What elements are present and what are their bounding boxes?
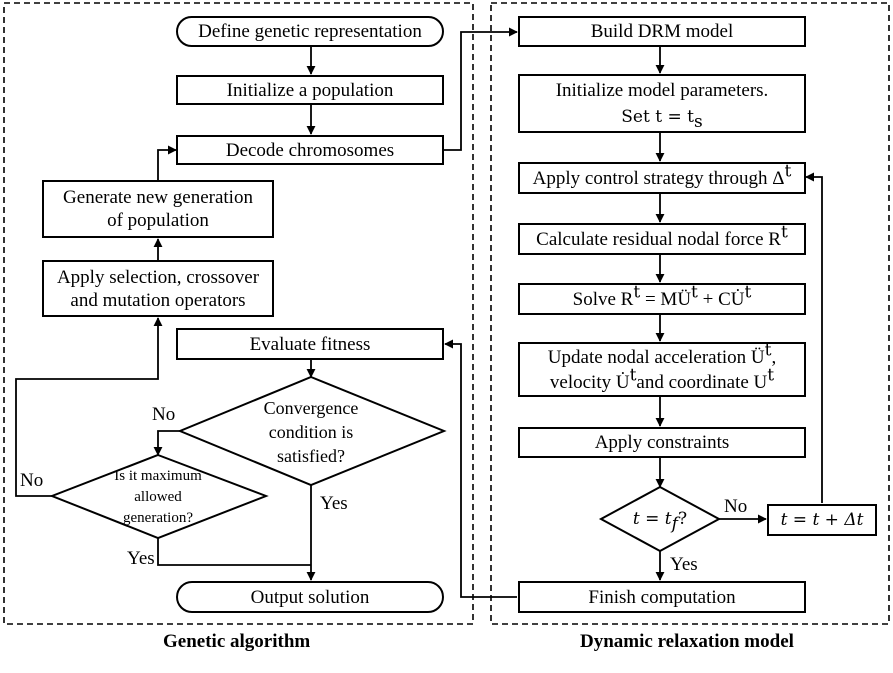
- convergence-line1: Convergence: [263, 398, 359, 418]
- arrow-convergence-no: [153, 430, 180, 456]
- update-line1-sup: t: [764, 340, 772, 361]
- check-time-diamond: [598, 485, 722, 553]
- convergence-yes-label: Yes: [320, 493, 348, 514]
- finish-computation-text: Finish computation: [588, 586, 736, 608]
- apply-control-node: Apply control strategy through Δt: [518, 162, 806, 194]
- max-generation-diamond: [49, 453, 269, 540]
- max-generation-text: Is it maximum allowed generation?: [84, 464, 232, 530]
- initialize-population-node: Initialize a population: [176, 75, 444, 105]
- max-generation-yes-label: Yes: [127, 548, 155, 569]
- apply-control-sup: t: [784, 161, 792, 182]
- check-time-text: t = tf?: [606, 505, 714, 533]
- convergence-text: Convergence condition is satisfied?: [216, 392, 406, 472]
- convergence-line3: satisfied?: [277, 446, 345, 466]
- define-representation-text: Define genetic representation: [198, 21, 422, 42]
- max-generation-line3: generation?: [123, 509, 193, 526]
- increment-time-text: t = t + Δt: [780, 509, 864, 530]
- initialize-population-text: Initialize a population: [226, 79, 394, 101]
- genetic-panel-frame: [3, 2, 474, 625]
- check-time-question: ?: [677, 509, 688, 529]
- solve-rhs2-text: + CU̇: [702, 288, 745, 310]
- output-solution-text: Output solution: [250, 586, 370, 608]
- update-coord-text: and coordinate U: [636, 371, 768, 393]
- apply-selection-line2: and mutation operators: [70, 289, 246, 311]
- finish-computation-node: Finish computation: [518, 581, 806, 613]
- convergence-no-label: No: [152, 404, 176, 425]
- apply-constraints-text: Apply constraints: [594, 432, 730, 453]
- increment-time-node: t = t + Δt: [767, 504, 877, 536]
- define-representation-node: Define genetic representation: [176, 16, 444, 47]
- build-drm-node: Build DRM model: [518, 16, 806, 47]
- check-time-main: t = t: [632, 509, 672, 529]
- generate-generation-line2: of population: [107, 210, 209, 231]
- set-t-subscript: s: [693, 111, 703, 132]
- solve-equation-node: Solve Rt = MÜt + CU̇t: [518, 283, 806, 315]
- solve-sup-3: t: [744, 282, 752, 303]
- convergence-line2: condition is: [268, 422, 354, 442]
- max-generation-no-label: No: [20, 470, 44, 491]
- output-solution-node: Output solution: [176, 581, 444, 613]
- solve-text: Solve R: [572, 288, 634, 310]
- generate-generation-node: Generate new generation of population: [42, 180, 274, 238]
- convergence-diamond: [177, 375, 447, 487]
- decode-chromosomes-node: Decode chromosomes: [176, 135, 444, 165]
- arrow-decode-to-build: [444, 27, 518, 151]
- set-t-text: Set t = t: [621, 106, 694, 127]
- apply-control-text: Apply control strategy through Δ: [532, 167, 785, 189]
- update-velocity-sup: t: [629, 365, 637, 386]
- solve-rhs-text: = MÜ: [644, 288, 692, 310]
- apply-constraints-node: Apply constraints: [518, 427, 806, 458]
- calculate-residual-node: Calculate residual nodal force Rt: [518, 223, 806, 255]
- decode-chromosomes-text: Decode chromosomes: [225, 139, 395, 161]
- calculate-residual-sup: t: [780, 222, 788, 243]
- arrow-finish-to-evaluate: [444, 339, 517, 598]
- arrow-generate-to-decode: [157, 145, 177, 180]
- check-yes-label: Yes: [670, 554, 698, 575]
- update-velocity-text: velocity U̇: [549, 371, 630, 393]
- solve-sup-2: t: [691, 282, 698, 303]
- arrow-max-yes: [157, 538, 311, 566]
- initialize-parameters-line1: Initialize model parameters.: [555, 79, 769, 101]
- solve-sup-1: t: [633, 282, 641, 303]
- build-drm-text: Build DRM model: [590, 21, 734, 42]
- drm-caption: Dynamic relaxation model: [580, 631, 794, 652]
- evaluate-fitness-text: Evaluate fitness: [249, 333, 371, 355]
- update-line1-text: Update nodal acceleration Ü: [547, 346, 765, 368]
- generate-generation-line1: Generate new generation: [63, 187, 253, 208]
- check-no-label: No: [724, 496, 748, 517]
- check-time-subscript: f: [671, 513, 678, 534]
- update-coord-sup: t: [767, 365, 775, 386]
- update-nodal-node: Update nodal acceleration Üt, velocity U…: [518, 342, 806, 397]
- max-generation-line2: allowed: [134, 488, 182, 505]
- max-generation-line1: Is it maximum: [114, 467, 202, 484]
- apply-selection-node: Apply selection, crossover and mutation …: [42, 260, 274, 317]
- evaluate-fitness-node: Evaluate fitness: [176, 328, 444, 360]
- genetic-caption: Genetic algorithm: [163, 631, 311, 652]
- arrow-increment-loop: [805, 172, 823, 503]
- apply-selection-line1: Apply selection, crossover: [56, 266, 260, 288]
- arrow-max-no: [15, 317, 163, 497]
- initialize-parameters-node: Initialize model parameters. Set t = ts: [518, 74, 806, 133]
- calculate-residual-text: Calculate residual nodal force R: [536, 228, 781, 250]
